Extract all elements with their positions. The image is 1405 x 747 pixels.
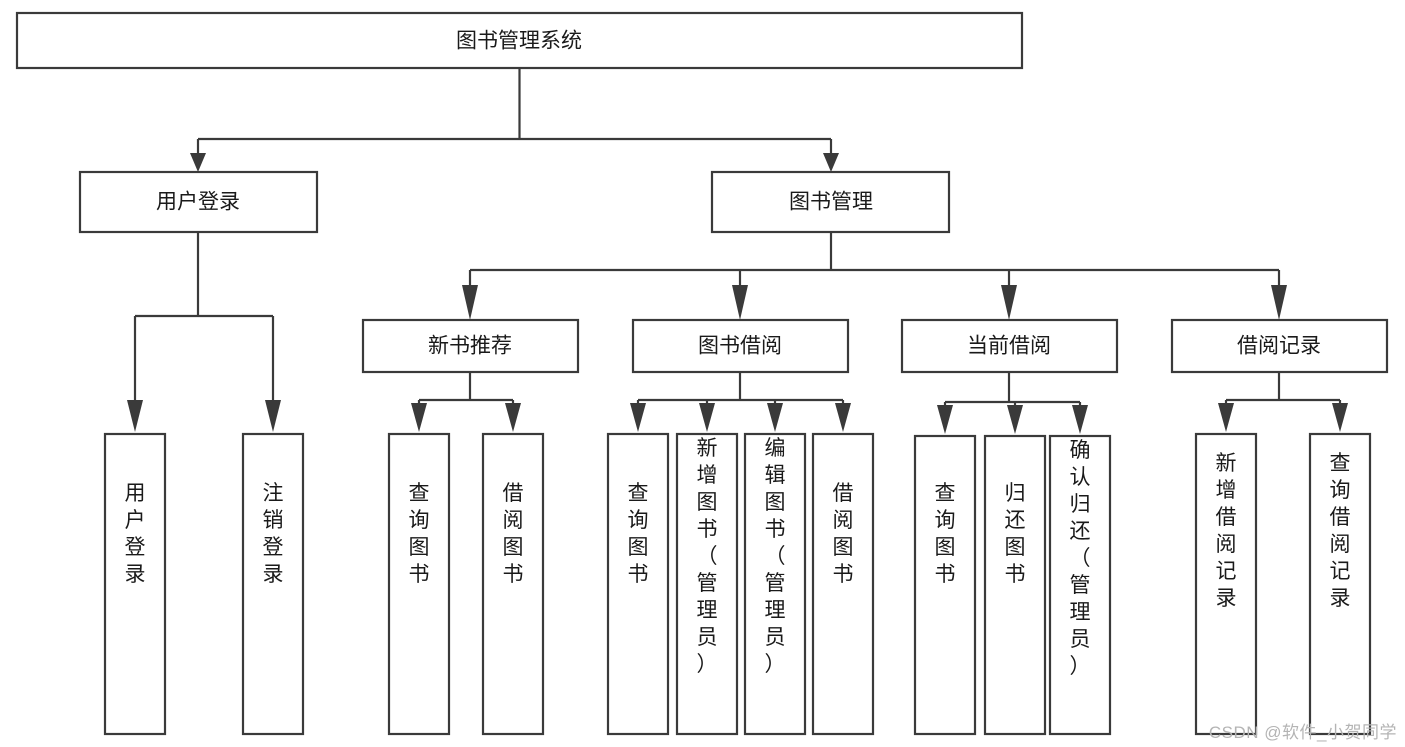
node-leaf-query-book-1-box[interactable] [387,432,451,736]
node-borrow-record-label: 借阅记录 [1237,335,1321,358]
node-leaf-return-book-box[interactable] [983,434,1047,736]
node-leaf-logout-box[interactable] [241,432,305,736]
node-leaf-query-book-2-label: 查询图书 [628,482,649,586]
node-root-box[interactable] [15,11,1024,70]
node-leaf-add-book-admin-box[interactable] [675,432,739,736]
node-current-borrow[interactable]: 当前借阅 [900,318,1119,374]
arrow-to-leaf-add-record [1218,403,1234,432]
arrow-to-leaf-confirm-return-admin [1072,405,1088,434]
node-leaf-query-book-3-box[interactable] [913,434,977,736]
node-leaf-add-book-admin-label: 新增图书（管理员） [697,437,718,676]
node-new-book-rec-box[interactable] [361,318,580,374]
node-new-book-rec-label: 新书推荐 [428,335,512,358]
node-leaf-query-book-2-box[interactable] [606,432,670,736]
node-user-login-label: 用户登录 [156,191,240,214]
node-leaf-borrow-book-1[interactable]: 借阅图书 [481,432,545,736]
arrow-to-leaf-user-login [127,400,143,432]
node-borrow-record-box[interactable] [1170,318,1389,374]
node-leaf-borrow-book-2[interactable]: 借阅图书 [811,432,875,736]
node-leaf-query-book-3[interactable]: 查询图书 [913,434,977,736]
arrow-to-leaf-borrow-book-1 [505,403,521,432]
arrow-to-leaf-logout [265,400,281,432]
arrow-root-to-book-manage [823,153,839,172]
node-leaf-logout[interactable]: 注销登录 [241,432,305,736]
node-root[interactable]: 图书管理系统 [15,11,1024,70]
node-leaf-user-login[interactable]: 用户登录 [103,432,167,736]
node-leaf-add-record-label: 新增借阅记录 [1216,452,1237,610]
node-leaf-confirm-return-admin-box[interactable] [1048,434,1112,736]
arrow-to-leaf-query-book-3 [937,405,953,434]
node-leaf-edit-book-admin-label: 编辑图书（管理员） [765,437,786,676]
csdn-watermark: CSDN @软件_小贺同学 [1208,723,1397,742]
node-leaf-user-login-label: 用户登录 [125,482,146,586]
node-leaf-borrow-book-1-box[interactable] [481,432,545,736]
node-leaf-user-login-box[interactable] [103,432,167,736]
node-book-borrow-box[interactable] [631,318,850,374]
node-leaf-query-record-label: 查询借阅记录 [1330,452,1351,610]
arrow-to-leaf-borrow-book-2 [835,403,851,432]
arrow-to-leaf-query-book-2 [630,403,646,432]
node-leaf-query-book-1-label: 查询图书 [409,482,430,586]
arrow-to-new-book-rec [462,285,478,320]
arrow-to-book-borrow [732,285,748,320]
node-book-borrow[interactable]: 图书借阅 [631,318,850,374]
node-book-manage-label: 图书管理 [789,191,873,214]
node-current-borrow-label: 当前借阅 [967,335,1051,358]
arrow-to-leaf-query-book-1 [411,403,427,432]
arrow-to-leaf-return-book [1007,405,1023,434]
arrow-root-to-user-login [190,153,206,172]
node-leaf-add-record-box[interactable] [1194,432,1258,736]
node-current-borrow-box[interactable] [900,318,1119,374]
node-root-label: 图书管理系统 [456,30,582,53]
node-leaf-edit-book-admin-box[interactable] [743,432,807,736]
node-user-login-box[interactable] [78,170,319,234]
node-leaf-query-record-box[interactable] [1308,432,1372,736]
arrow-to-borrow-record [1271,285,1287,320]
node-leaf-confirm-return-admin-label: 确认归还（管理员） [1070,439,1091,678]
node-leaf-borrow-book-2-box[interactable] [811,432,875,736]
node-leaf-query-book-2[interactable]: 查询图书 [606,432,670,736]
arrow-to-leaf-query-record [1332,403,1348,432]
node-leaf-edit-book-admin[interactable]: 编辑图书（管理员） [743,432,807,736]
arrow-to-leaf-edit-book-admin [767,403,783,432]
node-leaf-return-book[interactable]: 归还图书 [983,434,1047,736]
connector-group [127,68,1348,434]
node-leaf-query-record[interactable]: 查询借阅记录 [1308,432,1372,736]
node-leaf-query-book-3-label: 查询图书 [935,482,956,586]
node-leaf-query-book-1[interactable]: 查询图书 [387,432,451,736]
node-borrow-record[interactable]: 借阅记录 [1170,318,1389,374]
node-book-borrow-label: 图书借阅 [698,335,782,358]
node-leaf-add-record[interactable]: 新增借阅记录 [1194,432,1258,736]
node-user-login[interactable]: 用户登录 [78,170,319,234]
node-new-book-rec[interactable]: 新书推荐 [361,318,580,374]
arrow-to-leaf-add-book-admin [699,403,715,432]
node-leaf-add-book-admin[interactable]: 新增图书（管理员） [675,432,739,736]
node-leaf-confirm-return-admin[interactable]: 确认归还（管理员） [1048,434,1112,736]
node-leaf-borrow-book-1-label: 借阅图书 [503,482,524,586]
node-book-manage-box[interactable] [710,170,951,234]
node-leaf-return-book-label: 归还图书 [1005,482,1026,586]
node-leaf-logout-label: 注销登录 [263,482,284,586]
node-leaf-borrow-book-2-label: 借阅图书 [833,482,854,586]
arrow-to-current-borrow [1001,285,1017,320]
node-book-manage[interactable]: 图书管理 [710,170,951,234]
